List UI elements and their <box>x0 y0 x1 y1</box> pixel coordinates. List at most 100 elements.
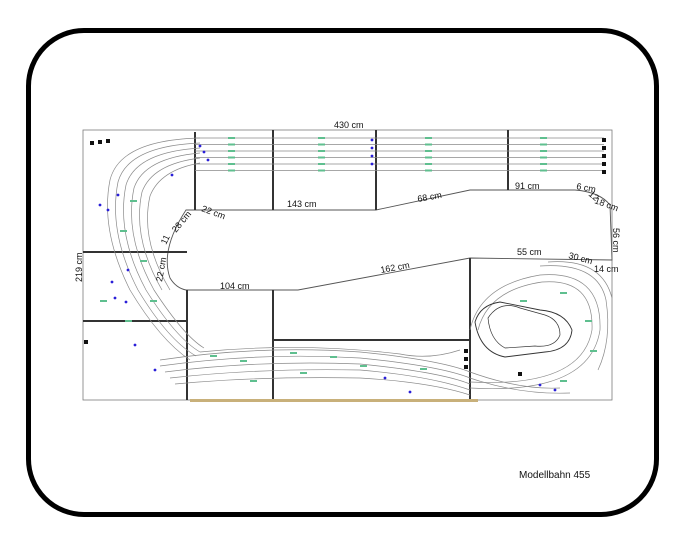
dim-upper-1: 143 cm <box>287 199 317 209</box>
buffer-stop <box>602 138 606 142</box>
dim-right-height: 56 cm <box>611 228 621 253</box>
track-low-6 <box>199 347 461 357</box>
buffer-stop <box>518 372 522 376</box>
buffer-stops <box>84 138 606 376</box>
sleeper-mark <box>228 156 235 159</box>
track-loop-2 <box>469 281 593 383</box>
base-strip <box>190 399 478 402</box>
sleeper-mark <box>420 368 427 370</box>
signal-mark <box>106 208 110 212</box>
dim-upper-6: 18 cm <box>593 195 619 213</box>
layout-title: Modellbahn 455 <box>519 470 591 481</box>
dim-top-width: 430 cm <box>334 120 364 130</box>
sleeper-mark <box>140 260 147 262</box>
track-low-1 <box>159 349 561 389</box>
signal-mark <box>110 280 114 284</box>
buffer-stop <box>106 139 110 143</box>
lower-station-tracks <box>159 347 571 396</box>
sleeper-mark <box>360 365 367 367</box>
buffer-stop <box>602 154 606 158</box>
right-loop-tracks <box>469 261 613 389</box>
dim-upper-4: 6 cm <box>576 181 597 194</box>
track-low-5 <box>174 377 471 396</box>
sleeper-mark <box>228 169 235 172</box>
sleeper-mark <box>290 352 297 354</box>
signal-mark <box>206 158 210 162</box>
track-curve-5 <box>139 157 201 291</box>
sleeper-mark <box>228 143 235 146</box>
buffer-stop <box>602 170 606 174</box>
sleeper-mark <box>425 137 432 139</box>
signal-mark <box>370 138 374 142</box>
dim-curve-2: 28 cm <box>170 209 193 234</box>
sleeper-mark <box>520 300 527 302</box>
dim-middle-4: 30 cm <box>567 250 593 266</box>
sleeper-mark <box>540 137 547 139</box>
sleeper-mark <box>228 163 235 165</box>
sleeper-mark <box>210 355 217 357</box>
sleeper-mark <box>560 380 567 382</box>
sleeper-mark <box>318 156 325 159</box>
buffer-stop <box>84 340 88 344</box>
dim-upper-3: 91 cm <box>515 181 540 191</box>
signal-mark <box>383 376 387 380</box>
dim-middle-2: 162 cm <box>380 260 411 275</box>
track-curve-4 <box>131 152 205 349</box>
buffer-stop <box>602 162 606 166</box>
signal-markers <box>98 138 557 394</box>
hill-outline <box>474 301 573 358</box>
sleeper-mark <box>425 150 432 152</box>
signal-mark <box>124 300 128 304</box>
sleeper-mark <box>318 137 325 139</box>
sleeper-mark <box>540 143 547 146</box>
track-loop-1 <box>469 274 601 389</box>
signal-mark <box>553 388 557 392</box>
signal-mark <box>98 203 102 207</box>
signal-mark <box>408 390 412 394</box>
signal-mark <box>153 368 157 372</box>
sleeper-mark <box>318 163 325 165</box>
sleeper-mark <box>540 169 547 172</box>
track-low-3 <box>164 362 471 385</box>
dim-middle-1: 104 cm <box>220 281 250 291</box>
track-curve-1 <box>107 137 201 361</box>
sleeper-mark <box>318 143 325 146</box>
signal-mark <box>116 193 120 197</box>
track-curve-6 <box>147 162 201 291</box>
inner-cutout-outline <box>166 189 613 291</box>
track-loop-4 <box>547 261 613 299</box>
sleeper-mark <box>100 300 107 302</box>
sleeper-mark <box>540 163 547 165</box>
dim-curve-1: 22 cm <box>200 203 226 221</box>
buffer-stop <box>602 146 606 150</box>
sleeper-mark <box>250 380 257 382</box>
sleeper-mark <box>560 292 567 294</box>
buffer-stop <box>464 349 468 353</box>
buffer-stop <box>464 357 468 361</box>
sleeper-mark <box>590 350 597 352</box>
sleeper-mark <box>300 372 307 374</box>
dim-upper-5: 12 <box>587 189 601 203</box>
sleeper-mark <box>585 320 592 322</box>
rounded-frame <box>26 28 659 517</box>
signal-mark <box>113 296 117 300</box>
dim-curve-3: 11 <box>159 233 172 246</box>
signal-mark <box>170 173 174 177</box>
signal-mark <box>133 343 137 347</box>
sleeper-mark <box>228 137 235 139</box>
signal-mark <box>198 144 202 148</box>
upper-yard-tracks <box>195 137 604 171</box>
sleeper-mark <box>540 156 547 159</box>
signal-mark <box>370 154 374 158</box>
sleeper-mark <box>125 320 132 322</box>
sleeper-mark <box>240 360 247 362</box>
tunnel-portal-outline <box>487 305 561 349</box>
track-loop-3 <box>539 265 609 371</box>
signal-mark <box>126 268 130 272</box>
sleeper-mark <box>330 356 337 358</box>
track-curve-2 <box>115 142 201 357</box>
signal-mark <box>370 162 374 166</box>
signal-mark <box>202 150 206 154</box>
sleeper-mark <box>150 300 157 302</box>
